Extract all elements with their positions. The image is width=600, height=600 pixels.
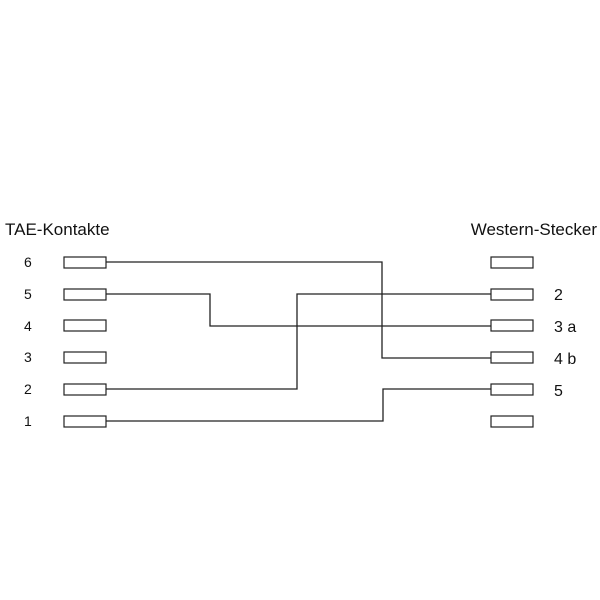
western-contact: [490, 415, 534, 428]
wire-tae1-to-5: [106, 388, 491, 422]
tae-pin-label: 5: [24, 286, 32, 302]
western-contact: [490, 351, 534, 364]
tae-contact: [63, 351, 107, 364]
tae-pin-label: 6: [24, 254, 32, 270]
western-contact: [490, 383, 534, 396]
tae-contact: [63, 256, 107, 269]
tae-contact: [63, 288, 107, 301]
western-contact: [490, 288, 534, 301]
tae-pin-label: 4: [24, 318, 32, 334]
tae-pin-label: 2: [24, 381, 32, 397]
western-plug-title: Western-Stecker: [471, 220, 598, 239]
western-pin-label: 4 b: [554, 351, 576, 368]
tae-contact: [63, 383, 107, 396]
western-pin-label: 3 a: [554, 319, 576, 336]
tae-pin-label: 1: [24, 413, 32, 429]
wire-tae2-to-2: [106, 293, 491, 390]
tae-contact: [63, 415, 107, 428]
wire-tae5-to-3a: [106, 293, 491, 327]
wire-tae6-to-4b: [106, 261, 491, 359]
tae-pin-label: 3: [24, 349, 32, 365]
western-pin-label: 5: [554, 383, 563, 400]
western-contact: [490, 256, 534, 269]
tae-contact: [63, 319, 107, 332]
western-pin-label: 2: [554, 287, 563, 304]
tae-contacts-title: TAE-Kontakte: [5, 220, 110, 239]
western-contact: [490, 319, 534, 332]
